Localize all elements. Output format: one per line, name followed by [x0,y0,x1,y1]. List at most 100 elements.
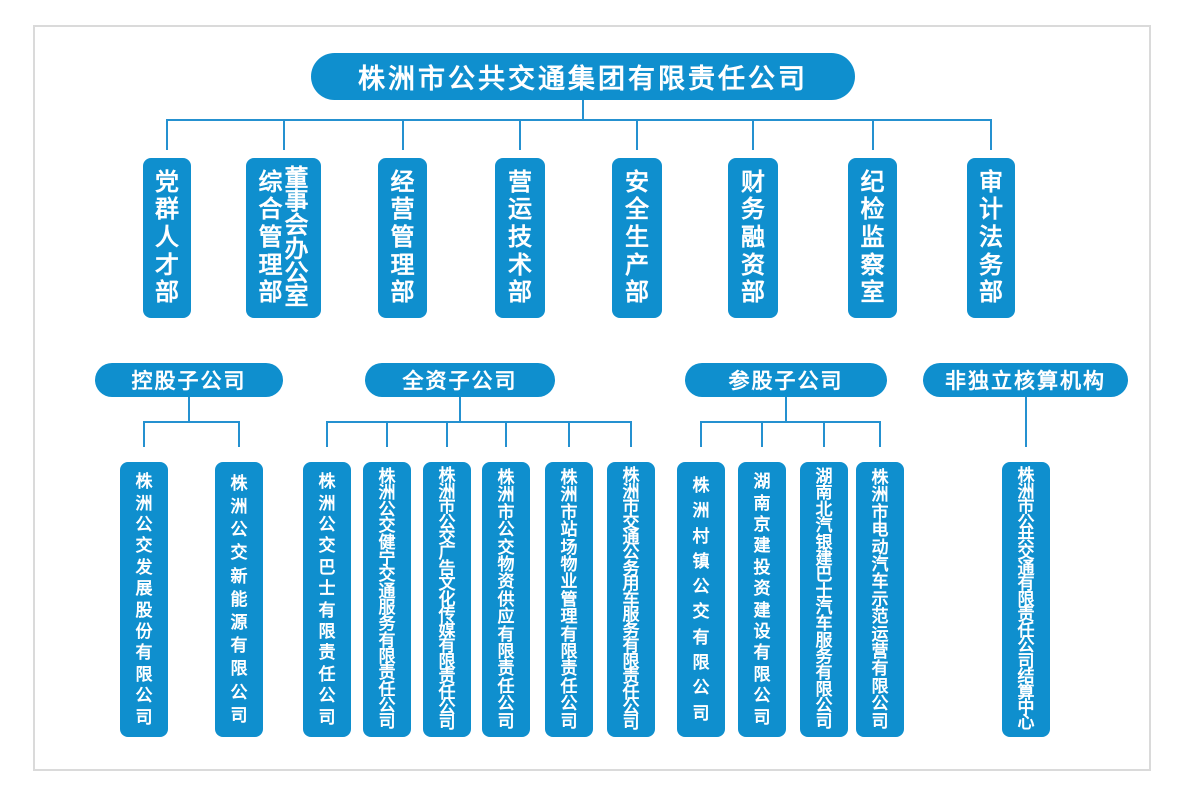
vertical-char: 共 [1017,527,1035,547]
company-node-label: 株洲市站场物业管理有限责任公司 [561,462,578,737]
vertical-char: 南 [753,493,771,513]
vertical-char: 洲 [560,485,578,505]
vertical-char: 告 [438,558,456,578]
company-node-10: 湖南北汽银建巴士汽车服务有限公司 [800,462,848,737]
vertical-char: 通 [1017,558,1035,578]
vertical-char: 服 [378,597,396,617]
vertical-char: 理 [258,251,283,279]
vertical-char: 理 [560,607,578,627]
vertical-char: 株 [560,468,578,488]
vertical-char: 部 [979,279,1003,307]
vertical-char: 公 [230,520,248,540]
company-node-9: 湖南京建投资建设有限公司 [738,462,786,737]
vertical-char: 市 [622,497,640,517]
vertical-char: 会 [284,212,309,240]
vertical-char: 限 [871,676,889,696]
vertical-char: 技 [508,223,532,251]
vertical-char: 监 [860,223,885,251]
vertical-char: 公 [815,696,833,716]
vertical-char: 察 [860,251,885,279]
company-node-label: 株洲市电动汽车示范运营有限公司 [872,462,889,737]
vertical-char: 株 [497,468,515,488]
dept-node-label: 营运技术部 [507,158,533,318]
vertical-char: 人 [155,223,179,251]
vertical-char: 公 [692,577,710,597]
vertical-char: 公 [622,697,640,717]
vertical-char: 发 [135,557,153,577]
vertical-char: 有 [692,627,710,647]
vertical-char: 设 [753,621,771,641]
vertical-char: 资 [741,251,765,279]
vertical-char: 公 [438,512,456,532]
company-node-8: 株洲村镇公交有限公司 [677,462,725,737]
vertical-char: 洲 [230,497,248,517]
root-node: 株洲市公共交通集团有限责任公司 [311,53,855,100]
vertical-char: 公 [318,686,336,706]
vertical-char: 检 [860,196,885,224]
vertical-char: 群 [155,196,179,224]
vertical-char: 公 [135,514,153,534]
vertical-char: 站 [560,520,578,540]
vertical-char: 务 [815,647,833,667]
dept-node-label: 经营管理部 [390,158,416,318]
vertical-char: 株 [378,467,396,487]
company-node-label: 株洲市公交广告文化传媒有限责任公司 [439,462,456,737]
vertical-char: 融 [741,223,765,251]
vertical-char: 交 [622,512,640,532]
group-pill-1: 全资子公司 [365,363,555,397]
dept-node-label: 纪检监察室 [860,158,886,318]
vertical-char: 限 [1017,589,1035,609]
vertical-char: 任 [438,682,456,702]
company-node-label: 湖南京建投资建设有限公司 [754,462,771,737]
vertical-char: 用 [622,574,640,594]
vertical-char: 份 [135,621,153,641]
vertical-char: 洲 [1017,481,1035,501]
vertical-char: 部 [258,279,283,307]
vertical-char: 交 [438,527,456,547]
vertical-char: 建 [753,600,771,620]
vertical-char: 限 [815,679,833,699]
vertical-char: 公 [1017,512,1035,532]
company-node-label: 株洲公交健宁交通服务有限责任公司 [379,462,396,737]
vertical-char: 媒 [438,620,456,640]
vertical-char: 任 [318,664,336,684]
vertical-char: 管 [390,223,415,251]
vertical-char: 株 [230,473,248,493]
vertical-char: 有 [560,624,578,644]
vertical-char: 责 [318,643,336,663]
vertical-char: 建 [815,548,833,568]
dept-node-label-line2: 综合管理部 [258,158,284,318]
vertical-char: 交 [378,565,396,585]
company-node-0: 株洲公交发展股份有限公司 [120,462,168,737]
company-node-label: 湖南北汽银建巴士汽车服务有限公司 [816,462,833,737]
vertical-char: 公 [497,694,515,714]
dept-node-3: 营运技术部 [495,158,545,318]
group-pill-label: 非独立核算机构 [945,370,1106,393]
vertical-char: 有 [318,600,336,620]
vertical-char: 公 [318,514,336,534]
vertical-char: 交 [378,516,396,536]
vertical-char: 市 [560,502,578,522]
vertical-char: 室 [860,279,885,307]
vertical-char: 结 [1017,667,1035,687]
company-node-label: 株洲市交通公务用车服务有限责任公司 [623,462,640,737]
vertical-char: 责 [1017,605,1035,625]
vertical-char: 文 [438,574,456,594]
vertical-char: 公 [230,682,248,702]
vertical-char: 洲 [622,481,640,501]
vertical-char: 公 [560,694,578,714]
company-node-7: 株洲市交通公务用车服务有限责任公司 [607,462,655,737]
vertical-char: 司 [871,711,889,731]
vertical-char: 京 [753,514,771,534]
vertical-char: 资 [497,572,515,592]
vertical-char: 有 [815,663,833,683]
vertical-char: 化 [438,589,456,609]
vertical-char: 任 [560,676,578,696]
dept-node-6: 纪检监察室 [848,158,897,318]
vertical-char: 展 [135,579,153,599]
vertical-char: 动 [871,537,889,557]
vertical-char: 司 [438,713,456,733]
vertical-char: 务 [979,251,1003,279]
vertical-char: 部 [741,279,765,307]
